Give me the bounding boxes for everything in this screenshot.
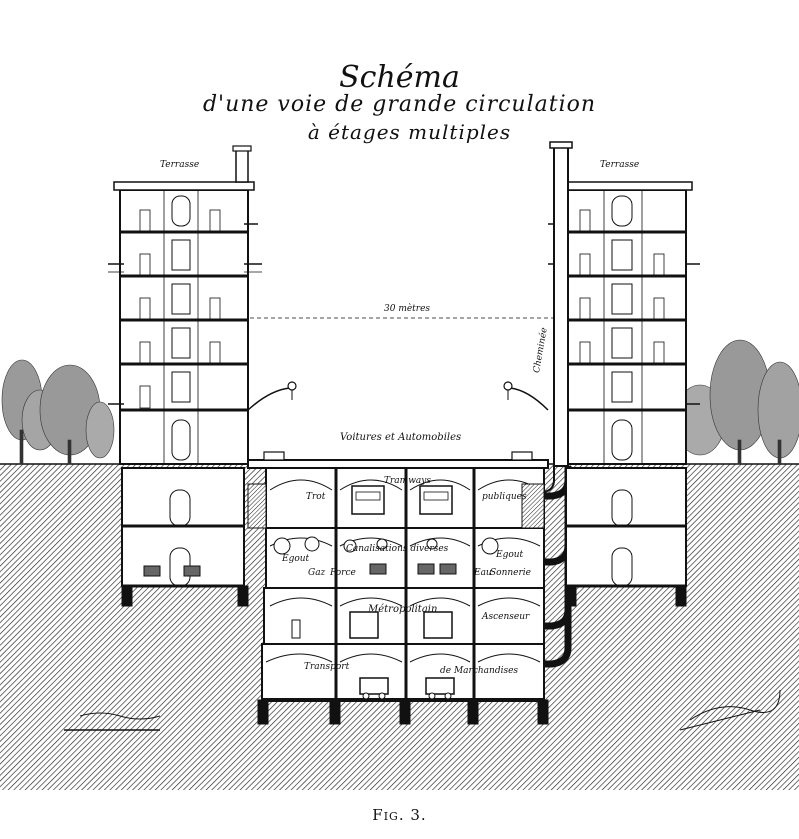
label-force: Force bbox=[330, 568, 356, 578]
label-metropolitain: Métropolitain bbox=[368, 604, 438, 615]
underground-levels bbox=[247, 467, 549, 725]
right-basement bbox=[565, 467, 687, 607]
label-distance: 30 mètres bbox=[384, 304, 431, 314]
left-basement bbox=[121, 467, 249, 607]
trees-left bbox=[1, 359, 115, 465]
label-egout-left: Egout bbox=[282, 554, 310, 564]
label-marchandises: de Marchandises bbox=[440, 666, 519, 676]
label-tramway-3: publiques bbox=[482, 492, 527, 502]
title-line-1: Schéma bbox=[339, 60, 460, 95]
freight-carts bbox=[359, 677, 455, 700]
signature-scribble-right bbox=[679, 689, 781, 731]
label-ascenseur: Ascenseur bbox=[482, 612, 530, 622]
title-line-2: d'une voie de grande circulation bbox=[202, 92, 597, 117]
figure-caption: Fig. 3. bbox=[372, 806, 427, 824]
label-transport: Transport bbox=[304, 662, 350, 672]
trees-right bbox=[674, 339, 799, 465]
title-line-3: à étages multiples bbox=[307, 120, 512, 144]
utility-pipes bbox=[273, 536, 499, 575]
street-slab bbox=[247, 451, 549, 469]
label-terrasse-right: Terrasse bbox=[600, 160, 640, 170]
label-tramway-2: Tramways bbox=[384, 476, 431, 486]
label-tramway-1: Trot bbox=[306, 492, 326, 502]
signature-scribble-left bbox=[64, 712, 161, 731]
left-building bbox=[108, 145, 297, 465]
label-eau: Eau bbox=[474, 568, 492, 578]
label-chaussee: Voitures et Automobiles bbox=[340, 432, 462, 443]
metro-cars bbox=[291, 611, 453, 639]
label-egout-right: Egout bbox=[496, 550, 524, 560]
chimney-pipe bbox=[530, 141, 573, 668]
tramway-cars bbox=[351, 485, 453, 515]
label-canalisations: Canalisations diverses bbox=[346, 544, 449, 554]
label-gaz: Gaz bbox=[308, 568, 326, 578]
label-sonnerie: Sonnerie bbox=[490, 568, 532, 578]
label-terrasse-left: Terrasse bbox=[160, 160, 200, 170]
right-building bbox=[503, 181, 700, 465]
